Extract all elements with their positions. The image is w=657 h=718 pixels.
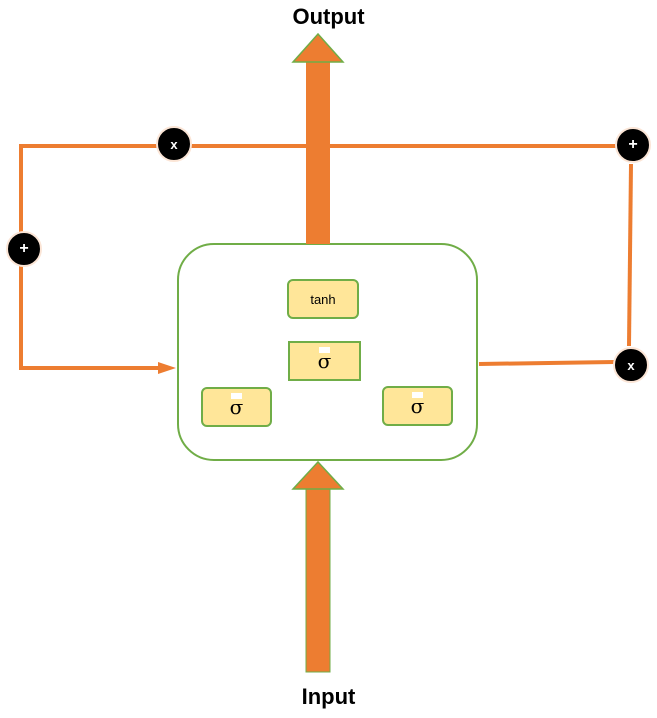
- sigma-gate-top: σ: [288, 341, 361, 381]
- left-arrowhead: [158, 362, 176, 374]
- input-arrow: [291, 460, 345, 673]
- sigma-gate-left: σ: [201, 387, 272, 427]
- left-plus-symbol: +: [19, 240, 29, 257]
- right-times-node: x: [613, 347, 649, 383]
- sigma-top-label: σ: [317, 349, 332, 373]
- sigma-gate-right: σ: [382, 386, 453, 426]
- top-right-plus-node: +: [615, 127, 651, 163]
- tanh-gate: tanh: [287, 279, 359, 319]
- left-plus-node: +: [6, 231, 42, 267]
- left-loop-line: [19, 144, 160, 370]
- cell-right-line: [478, 360, 615, 366]
- output-label: Output: [292, 4, 365, 29]
- input-label: Input: [301, 684, 356, 709]
- sigma-left-label: σ: [229, 395, 244, 419]
- tanh-gate-label: tanh: [310, 291, 336, 307]
- right-vertical-line: [627, 163, 633, 347]
- top-times-node: x: [156, 126, 192, 162]
- sigma-right-label: σ: [410, 394, 425, 418]
- right-times-symbol: x: [627, 357, 635, 373]
- top-right-plus-symbol: +: [628, 136, 638, 153]
- output-arrow: [291, 32, 345, 244]
- top-times-symbol: x: [170, 136, 178, 152]
